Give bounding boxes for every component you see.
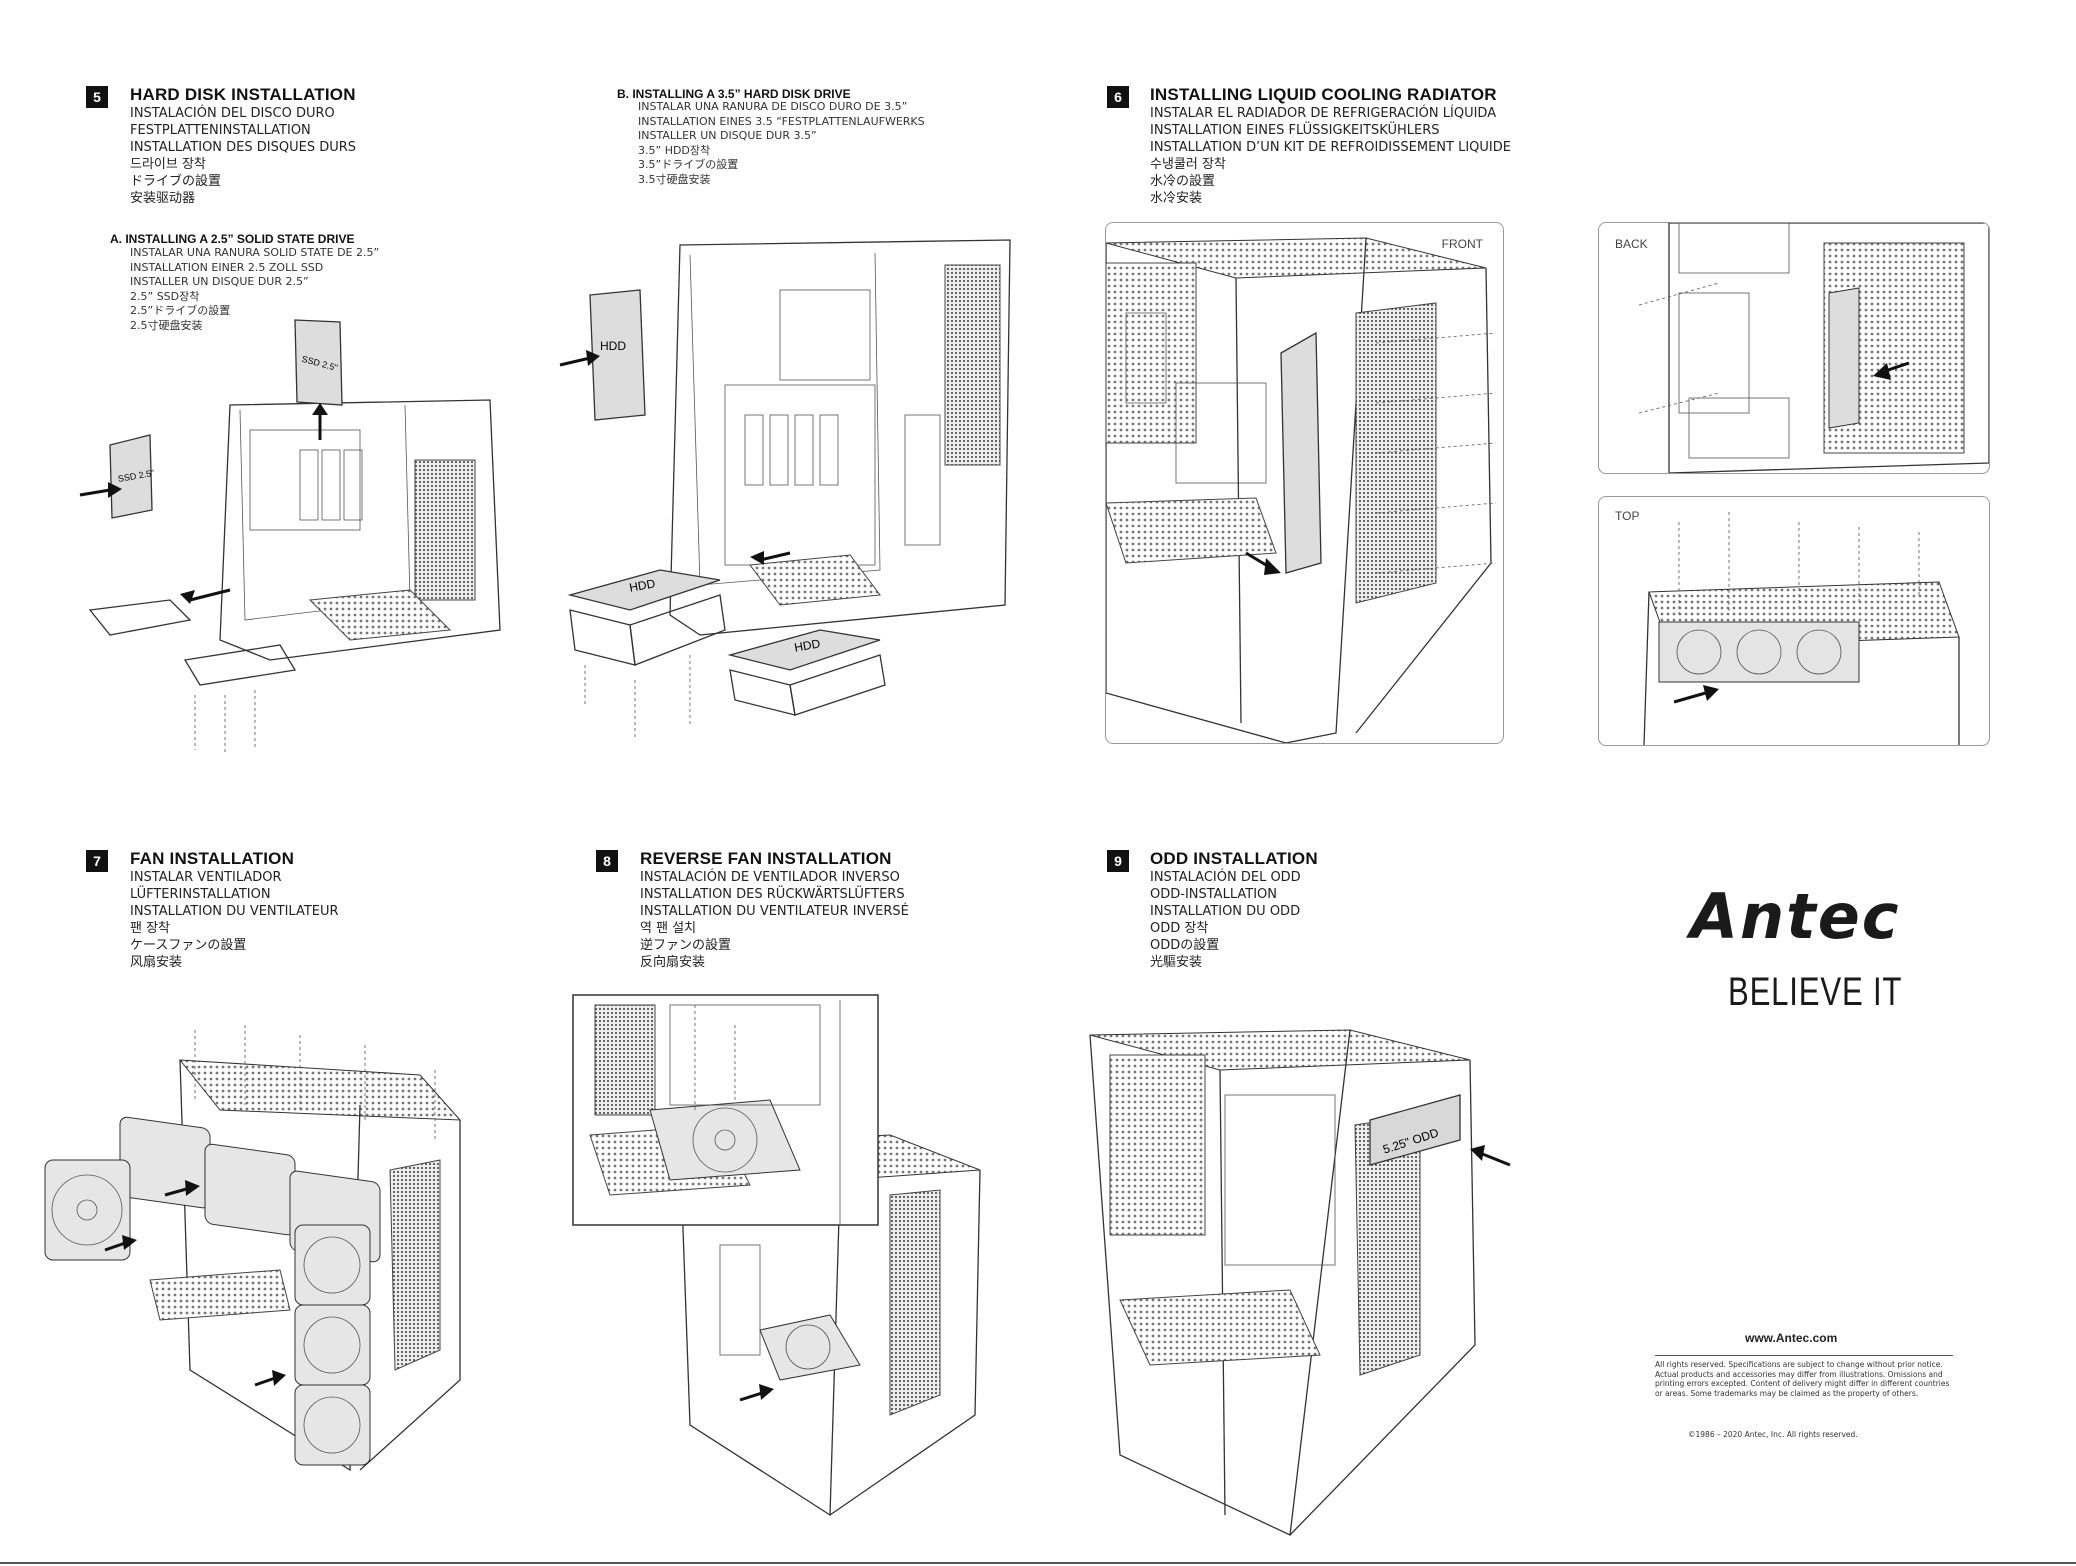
tagline: BELIEVE IT [1728,970,1903,1014]
step-5-badge: 5 [86,86,108,108]
front-view-panel: FRONT [1105,222,1504,744]
page-bottom-rule [0,1562,2076,1564]
hard-disk-installation-title: HARD DISK INSTALLATION [130,85,356,104]
back-radiator-illustration [1638,223,1989,473]
back-view-panel: BACK [1598,222,1990,474]
hdd-label-tray: HDD [628,576,656,594]
top-radiator-illustration [1643,512,1960,745]
hdd-label-left: HDD [600,339,626,353]
fan-install-illustration [44,1025,462,1472]
legal-text: All rights reserved. Specifications are … [1655,1360,1950,1398]
step-6-badge: 6 [1107,86,1129,108]
hdd-subsection-title: B. INSTALLING A 3.5” HARD DISK DRIVE [617,87,851,101]
odd-installation-title: ODD INSTALLATION [1150,849,1318,868]
reverse-fan-title: REVERSE FAN INSTALLATION [640,849,892,868]
hdd-label-tray-right: HDD [793,636,821,654]
antec-logo: Antec [1690,880,1901,953]
copyright: ©1986 – 2020 Antec, Inc. All rights rese… [1688,1430,1858,1439]
hdd-install-illustration: HDD HDD HDD [559,239,1011,740]
fan-installation-title: FAN INSTALLATION [130,849,295,868]
ssd-subsection-title: A. INSTALLING A 2.5” SOLID STATE DRIVE [110,232,355,246]
reverse-fan-illustration [572,994,981,1517]
step-9-badge: 9 [1107,850,1129,872]
step-7-badge: 7 [86,850,108,872]
top-view-panel: TOP [1598,496,1990,746]
top-label: TOP [1615,509,1640,523]
front-radiator-illustration [1106,237,1497,743]
front-label: FRONT [1441,237,1483,251]
website-link[interactable]: www.Antec.com [1745,1331,1838,1345]
odd-install-illustration: 5.25" ODD [1089,1029,1511,1536]
liquid-cooling-title: INSTALLING LIQUID COOLING RADIATOR [1150,85,1497,104]
hdd-subsection-translations: INSTALAR UNA RANURA DE DISCO DURO DE 3.5… [638,100,925,186]
back-label: BACK [1615,237,1648,251]
ssd-subsection-translations: INSTALAR UNA RANURA SOLID STATE DE 2.5”I… [130,246,380,332]
liquid-cooling-translations: INSTALAR EL RADIADOR DE REFRIGERACIÓN LÍ… [1150,106,1511,206]
step-8-badge: 8 [596,850,618,872]
legal-divider [1655,1355,1953,1356]
ssd-install-illustration: SSD 2.5" SSD 2.5" [79,319,501,755]
